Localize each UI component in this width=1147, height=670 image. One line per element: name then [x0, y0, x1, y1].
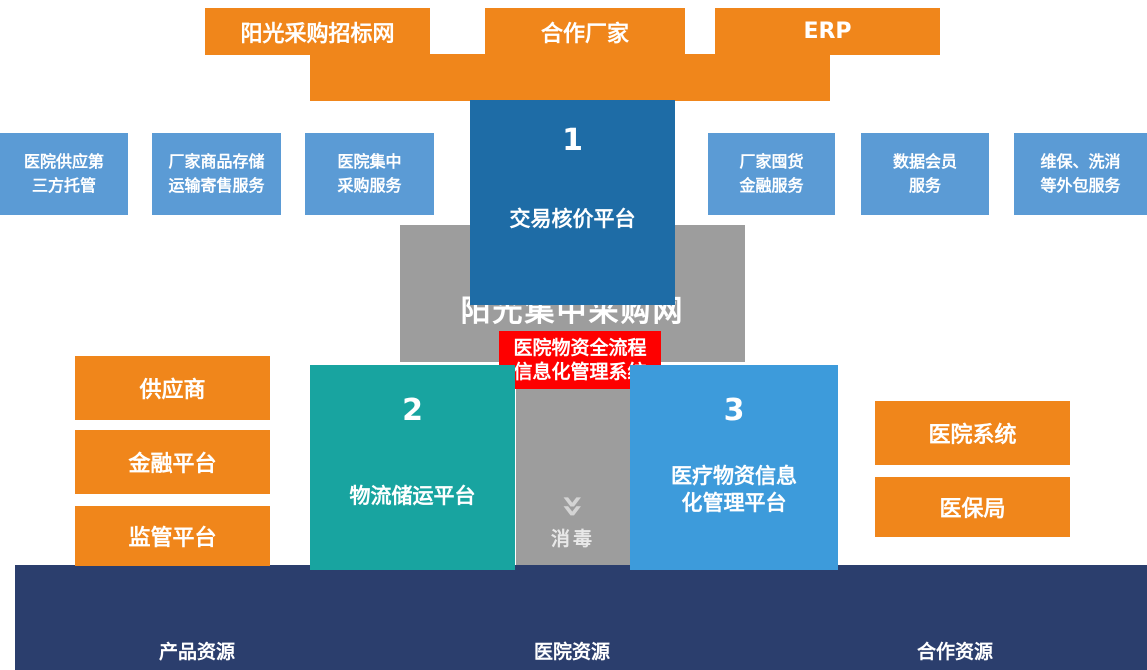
left-item-finance-platform: 金融平台 — [75, 430, 270, 494]
platform-title: 交易核价平台 — [509, 207, 636, 231]
right-item-insurance-bureau: 医保局 — [875, 477, 1070, 537]
arrow-caption: 消毒 — [550, 528, 595, 550]
service-box-line: 运输寄售服务 — [168, 176, 265, 195]
service-box-hospital-hosting: 医院供应第 三方托管 — [0, 133, 128, 215]
service-box-line: 数据会员 — [892, 152, 957, 171]
bottom-label-hospital-resources: 医院资源 — [533, 641, 610, 663]
right-item-hospital-system: 医院系统 — [875, 401, 1070, 465]
service-box-line: 医院供应第 — [23, 152, 104, 171]
platform-2-logistics: 2 物流储运平台 — [310, 365, 515, 570]
bottom-label-cooperation-resources: 合作资源 — [916, 641, 993, 663]
service-box-centralized-purchasing: 医院集中 采购服务 — [305, 133, 434, 215]
platform-title: 医疗物资信息 化管理平台 — [630, 463, 838, 517]
left-item-regulatory-platform: 监管平台 — [75, 506, 270, 566]
service-box-line: 服务 — [908, 176, 941, 195]
platform-1-trading: 1 交易核价平台 — [470, 100, 675, 305]
platform-number: 2 — [402, 393, 423, 428]
red-banner-line-1: 医院物资全流程 — [513, 337, 647, 359]
service-box-line: 三方托管 — [31, 176, 96, 195]
service-box-line: 金融服务 — [739, 176, 804, 195]
bottom-bar: 产品资源 医院资源 合作资源 — [15, 565, 1147, 670]
bottom-label-product-resources: 产品资源 — [158, 641, 235, 663]
service-box-vendor-storage: 厂家商品存储 运输寄售服务 — [152, 133, 281, 215]
service-box-line: 厂家囤货 — [739, 152, 804, 171]
service-box-line: 维保、洗消 — [1040, 152, 1121, 171]
platform-title: 物流储运平台 — [349, 484, 476, 508]
service-box-vendor-finance: 厂家囤货 金融服务 — [708, 133, 835, 215]
top-connector-strip — [310, 54, 830, 101]
service-box-outsourcing: 维保、洗消 等外包服务 — [1014, 133, 1147, 215]
platform-number: 1 — [562, 123, 583, 158]
top-box-partner-vendors: 合作厂家 — [485, 8, 685, 55]
service-box-line: 等外包服务 — [1040, 176, 1121, 195]
platform-number: 3 — [723, 393, 745, 428]
service-box-line: 厂家商品存储 — [168, 152, 265, 171]
platform-title-line: 化管理平台 — [681, 491, 787, 515]
service-box-data-membership: 数据会员 服务 — [861, 133, 989, 215]
top-box-sunshine-bidding: 阳光采购招标网 — [205, 8, 430, 55]
service-box-line: 医院集中 — [337, 152, 402, 171]
service-box-line: 采购服务 — [337, 176, 402, 195]
top-box-erp: ERP — [715, 8, 940, 55]
left-item-supplier: 供应商 — [75, 356, 270, 420]
red-banner-line-2: 信息化管理系统 — [513, 361, 647, 383]
platform-title-line: 医疗物资信息 — [671, 464, 797, 488]
platform-3-info-management: 3 医疗物资信息 化管理平台 — [630, 365, 838, 570]
